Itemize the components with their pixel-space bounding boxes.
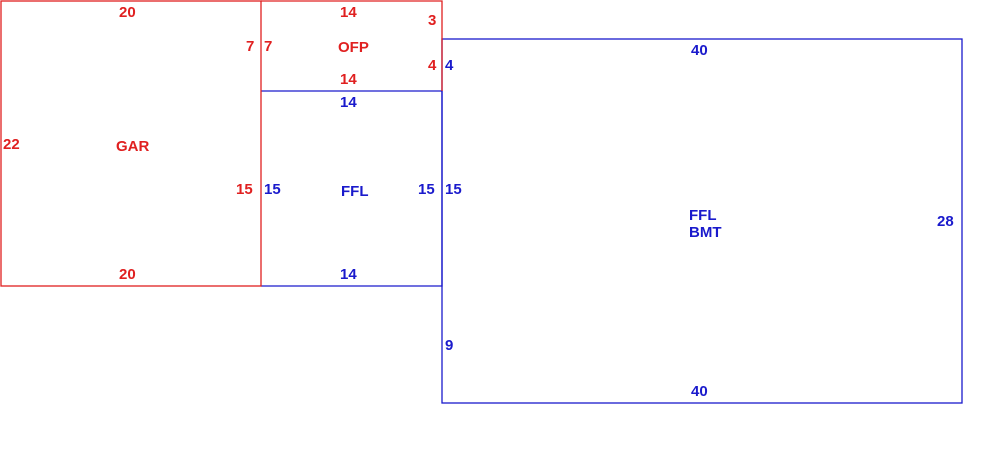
- ffl-bottom-dim: 14: [340, 266, 357, 283]
- ofp-right-bottom-dim: 4: [428, 57, 437, 74]
- ffl-bmt-label-line2: BMT: [689, 224, 722, 241]
- ffl-bmt-bottom-dim: 40: [691, 383, 708, 400]
- ffl-bmt-left-lower-dim: 9: [445, 337, 453, 354]
- ffl-bmt-label-line1: FFL: [689, 207, 717, 224]
- ffl-bmt-right-dim: 28: [937, 213, 954, 230]
- gar-area: GAR 20 20 22 15 7: [3, 4, 254, 283]
- ffl-bmt-left-upper-dim: 4: [445, 57, 454, 74]
- ofp-bottom-dim: 14: [340, 71, 357, 88]
- gar-label: GAR: [116, 138, 150, 155]
- ofp-top-dim: 14: [340, 4, 357, 21]
- ffl-bmt-left-mid-dim: 15: [445, 181, 462, 198]
- ffl-right-dim: 15: [418, 181, 435, 198]
- ofp-label: OFP: [338, 39, 369, 56]
- gar-left-dim: 22: [3, 136, 20, 153]
- blue-boundaries: [261, 38, 963, 404]
- ffl-bmt-outline[interactable]: [441, 38, 963, 404]
- gar-outline[interactable]: [0, 0, 262, 287]
- ffl-area: FFL 14 14 15 15: [264, 94, 435, 283]
- ffl-top-dim: 14: [340, 94, 357, 111]
- ofp-outline[interactable]: [261, 0, 443, 91]
- gar-right-dim: 15: [236, 181, 253, 198]
- gar-right-upper-dim: 7: [246, 38, 254, 55]
- ffl-bmt-area: FFL BMT 40 40 4 15 9 28: [445, 42, 954, 400]
- ofp-left-dim: 7: [264, 38, 272, 55]
- ofp-right-top-dim: 3: [428, 12, 436, 29]
- gar-top-dim: 20: [119, 4, 136, 21]
- ofp-area: OFP 14 14 7 3 4: [264, 4, 437, 88]
- ffl-left-dim: 15: [264, 181, 281, 198]
- red-boundaries: [0, 0, 443, 287]
- ffl-label: FFL: [341, 183, 369, 200]
- gar-bottom-dim: 20: [119, 266, 136, 283]
- ffl-bmt-top-dim: 40: [691, 42, 708, 59]
